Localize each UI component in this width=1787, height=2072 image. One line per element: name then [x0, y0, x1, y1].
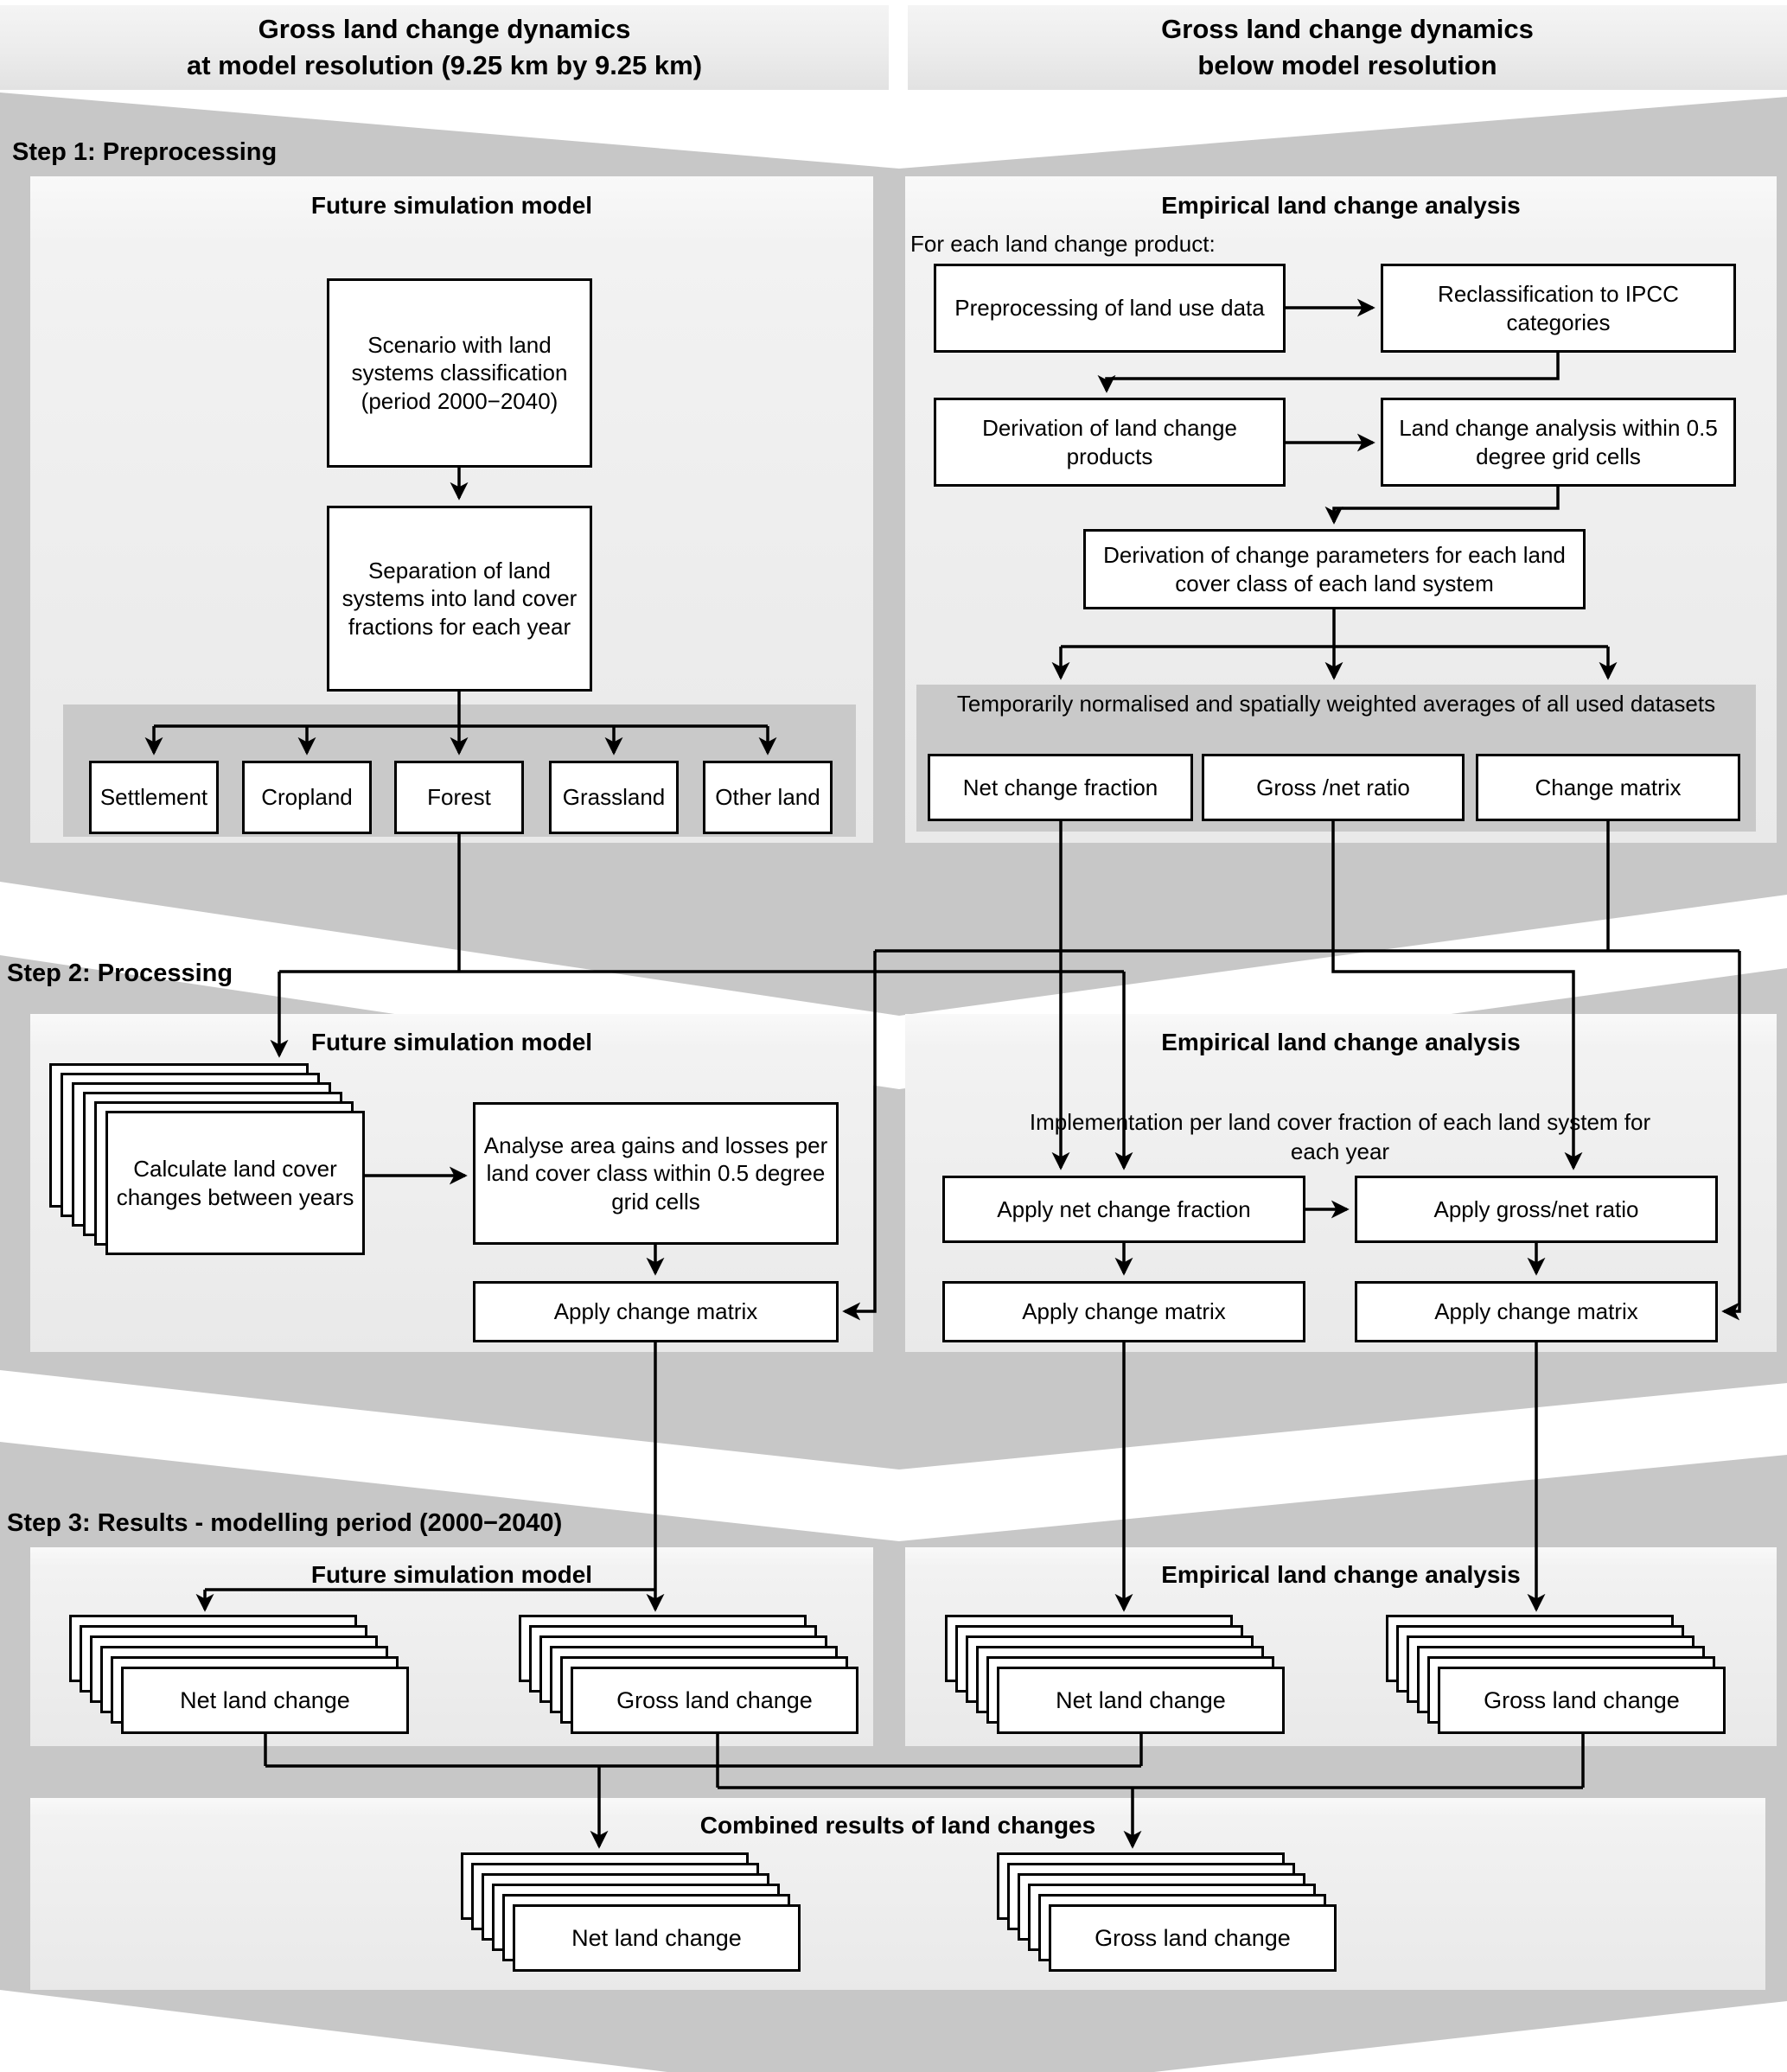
combined-results-panel: [30, 1798, 1765, 1990]
fsm-net-front-page: Net land change: [121, 1667, 409, 1734]
apply-change-matrix-fsm-box: Apply change matrix: [473, 1281, 839, 1342]
derivation-products-box: Derivation of land change products: [934, 398, 1286, 487]
header-right-text: Gross land change dynamics below model r…: [1161, 14, 1534, 80]
preprocessing-box: Preprocessing of land use data: [934, 264, 1286, 353]
class-box-other-land: Other land: [703, 761, 833, 834]
combined-net-land-change-stack: Net land change: [461, 1852, 801, 1972]
header-left-text: Gross land change dynamics at model reso…: [186, 14, 703, 80]
analyse-gains-losses-box: Analyse area gains and losses per land c…: [473, 1102, 839, 1245]
class-box-cropland: Cropland: [242, 761, 372, 834]
step2-elca-title: Empirical land change analysis: [1161, 1029, 1521, 1055]
scenario-box: Scenario with land systems classificatio…: [327, 278, 592, 468]
class-box-forest: Forest: [394, 761, 524, 834]
gross-net-ratio-box: Gross /net ratio: [1202, 754, 1465, 821]
implementation-note: Implementation per land cover fraction o…: [1029, 1109, 1651, 1164]
class-box-settlement: Settlement: [89, 761, 219, 834]
apply-net-change-fraction-box: Apply net change fraction: [942, 1176, 1305, 1243]
grid-analysis-box: Land change analysis within 0.5 degree g…: [1381, 398, 1736, 487]
calc-changes-front-page: Calculate land cover changes between yea…: [105, 1111, 365, 1255]
combined-net-front-page: Net land change: [513, 1904, 801, 1972]
step3-fsm-title: Future simulation model: [310, 1561, 593, 1588]
elca-gross-front-page: Gross land change: [1438, 1667, 1726, 1734]
fsm-gross-front-page: Gross land change: [571, 1667, 858, 1734]
step2-label: Step 2: Processing: [7, 959, 233, 987]
step3-label: Step 3: Results - modelling period (2000…: [7, 1509, 563, 1537]
change-matrix-box: Change matrix: [1476, 754, 1740, 821]
header-right: Gross land change dynamics below model r…: [908, 5, 1787, 90]
combined-gross-land-change-stack: Gross land change: [997, 1852, 1337, 1972]
calc-changes-stack: Calculate land cover changes between yea…: [49, 1063, 365, 1255]
step3-elca-title: Empirical land change analysis: [1161, 1561, 1521, 1588]
fsm-net-land-change-stack: Net land change: [69, 1615, 409, 1734]
header-left: Gross land change dynamics at model reso…: [0, 5, 889, 90]
apply-change-matrix-elca-right-box: Apply change matrix: [1355, 1281, 1718, 1342]
combined-gross-front-page: Gross land change: [1049, 1904, 1337, 1972]
fsm-gross-land-change-stack: Gross land change: [519, 1615, 858, 1734]
averages-band-title: Temporarily normalised and spatially wei…: [956, 691, 1716, 717]
for-each-product-label: For each land change product:: [910, 231, 1216, 257]
step1-fsm-title: Future simulation model: [310, 192, 593, 219]
apply-change-matrix-elca-left-box: Apply change matrix: [942, 1281, 1305, 1342]
net-change-fraction-box: Net change fraction: [928, 754, 1193, 821]
reclassification-box: Reclassification to IPCC categories: [1381, 264, 1736, 353]
elca-net-front-page: Net land change: [997, 1667, 1285, 1734]
class-box-grassland: Grassland: [549, 761, 679, 834]
change-parameters-box: Derivation of change parameters for each…: [1083, 529, 1586, 609]
elca-net-land-change-stack: Net land change: [945, 1615, 1285, 1734]
step2-fsm-title: Future simulation model: [310, 1029, 593, 1055]
apply-gross-net-ratio-box: Apply gross/net ratio: [1355, 1176, 1718, 1243]
step1-elca-title: Empirical land change analysis: [1161, 192, 1521, 219]
combined-results-title: Combined results of land changes: [699, 1812, 1096, 1839]
elca-gross-land-change-stack: Gross land change: [1386, 1615, 1726, 1734]
separation-box: Separation of land systems into land cov…: [327, 506, 592, 692]
step1-label: Step 1: Preprocessing: [12, 138, 278, 166]
